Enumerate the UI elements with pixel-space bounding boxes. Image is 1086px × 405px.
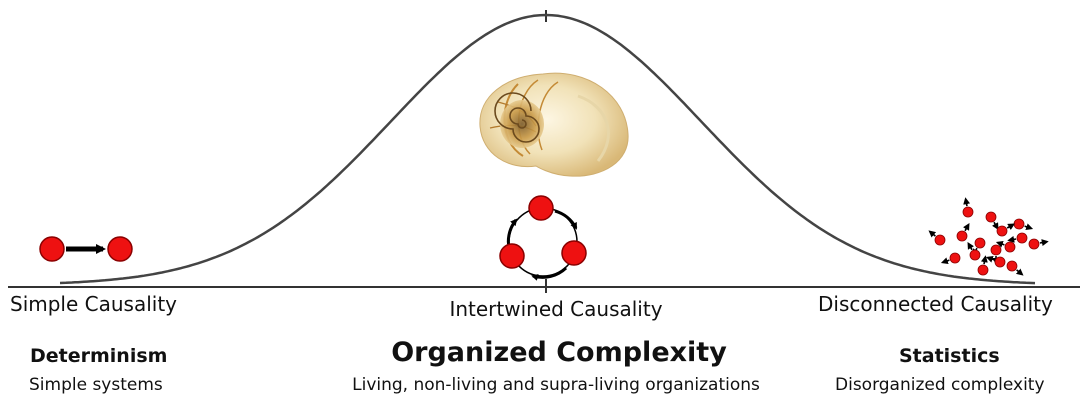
- particle: [39, 236, 65, 262]
- direction-arrow: [1015, 268, 1024, 276]
- simple-systems-label: Simple systems: [29, 375, 163, 395]
- particle: [974, 237, 986, 249]
- bell-curve-icon: [59, 13, 1036, 285]
- disconnected-causality-label: Disconnected Causality: [818, 292, 1053, 316]
- cycle-arrow: [531, 266, 568, 281]
- particle: [996, 225, 1008, 237]
- statistics-heading: Statistics: [899, 345, 1000, 367]
- particle: [985, 211, 997, 223]
- particle: [990, 244, 1002, 256]
- direction-arrow: [967, 241, 975, 251]
- determinism-heading: Determinism: [30, 345, 168, 367]
- direction-arrow: [980, 255, 988, 265]
- particle: [499, 243, 525, 269]
- direction-arrow: [995, 240, 1005, 248]
- intertwined-causality-label: Intertwined Causality: [449, 297, 663, 321]
- particle: [528, 195, 554, 221]
- direction-arrow: [1039, 239, 1049, 247]
- particle: [1004, 241, 1016, 253]
- particle: [956, 230, 968, 242]
- disorganized-complexity-label: Disorganized complexity: [835, 375, 1045, 395]
- direction-arrow: [985, 255, 995, 263]
- cycle-icon: [499, 195, 587, 281]
- direction-arrow: [928, 230, 937, 238]
- direction-arrow: [940, 257, 950, 265]
- particle: [1028, 238, 1040, 250]
- particle: [949, 252, 961, 264]
- organizations-label: Living, non-living and supra-living orga…: [352, 375, 760, 395]
- nautilus-shell-icon: [479, 72, 629, 177]
- particle: [962, 206, 974, 218]
- direction-arrow: [991, 221, 999, 231]
- simple-causality-label: Simple Causality: [10, 292, 178, 316]
- direction-arrow: [1006, 223, 1016, 231]
- particle: [107, 236, 133, 262]
- direction-arrow: [962, 222, 970, 232]
- direction-arrow: [963, 197, 971, 207]
- direction-arrow: [1024, 223, 1034, 231]
- direction-arrow: [1007, 235, 1017, 243]
- particle: [561, 240, 587, 266]
- particle: [994, 256, 1006, 268]
- particle: [969, 249, 981, 261]
- scattered-particles-icon: [928, 197, 1049, 276]
- particle: [934, 234, 946, 246]
- particle: [977, 264, 989, 276]
- cycle-arrow: [554, 209, 578, 230]
- particle: [1013, 218, 1025, 230]
- particle: [1006, 260, 1018, 272]
- particle: [1016, 232, 1028, 244]
- simple-causality-icon: [39, 236, 133, 262]
- organized-complexity-heading: Organized Complexity: [391, 337, 727, 368]
